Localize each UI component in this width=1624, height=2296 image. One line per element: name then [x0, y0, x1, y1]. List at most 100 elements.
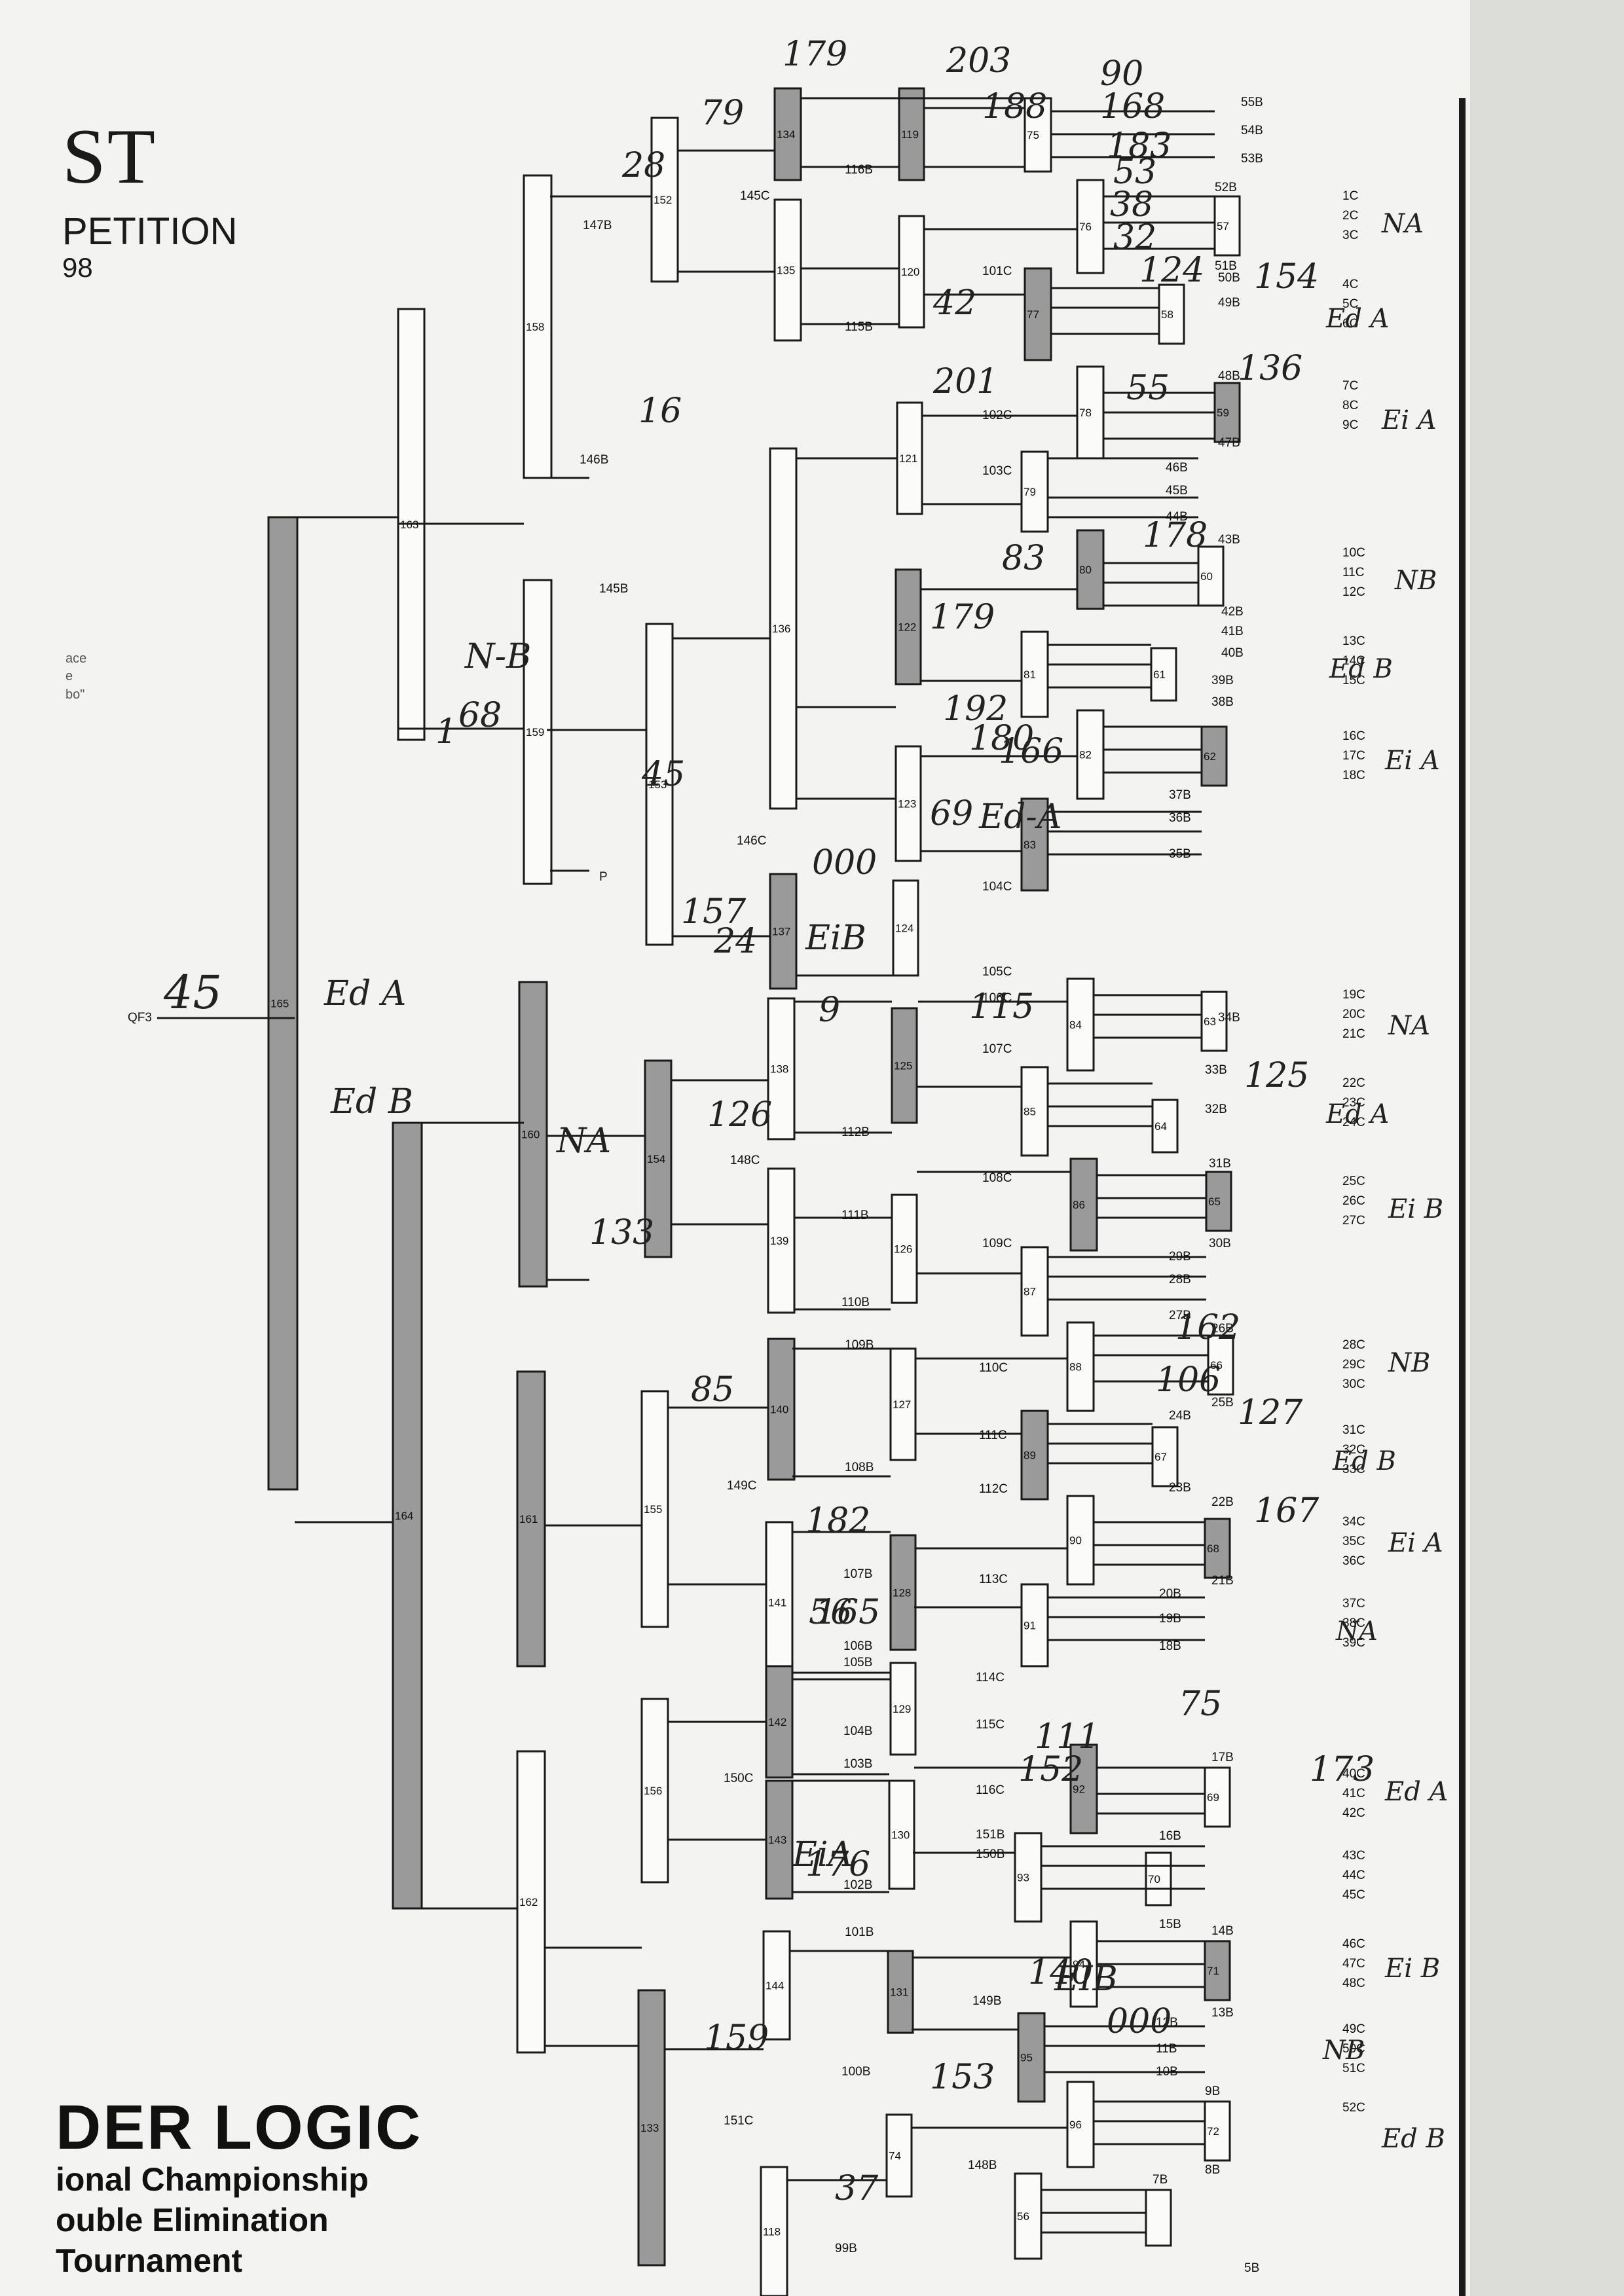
- match-number: 82: [1079, 749, 1092, 761]
- handwritten-score: 37: [835, 2169, 879, 2208]
- slot-label: 31B: [1209, 1157, 1231, 1171]
- match-number: 79: [1024, 486, 1036, 498]
- match-box: [1020, 630, 1049, 718]
- slot-label: 46B: [1166, 461, 1188, 475]
- slot-label: 26B: [1211, 1322, 1234, 1336]
- handwritten-score: 153: [930, 2058, 995, 2097]
- match-number: 156: [644, 1785, 662, 1797]
- team-code: 34C: [1342, 1515, 1365, 1529]
- slot-label: 25B: [1211, 1396, 1234, 1410]
- handwritten-score: 79: [701, 94, 744, 133]
- match-number: 121: [899, 452, 917, 465]
- match-number: 62: [1204, 750, 1216, 763]
- handwritten-score: 45: [641, 755, 685, 794]
- match-number: 94: [1073, 1958, 1085, 1971]
- slot-label: 53B: [1241, 152, 1263, 166]
- match-number: 65: [1208, 1195, 1221, 1208]
- match-number: 153: [648, 778, 667, 791]
- team-code: 3C: [1342, 228, 1358, 242]
- match-box: [518, 981, 548, 1288]
- slot-label: 30B: [1209, 1237, 1231, 1250]
- team-group-label: Ei A: [1381, 405, 1437, 435]
- team-code: 47C: [1342, 1957, 1365, 1971]
- match-number: 92: [1073, 1783, 1085, 1796]
- match-box: [767, 1167, 796, 1314]
- match-number: 85: [1024, 1106, 1036, 1118]
- team-code: 16C: [1342, 729, 1365, 743]
- match-number: 77: [1027, 308, 1039, 321]
- match-box: [1066, 1321, 1095, 1412]
- team-code: 15C: [1342, 674, 1365, 687]
- match-number: 137: [772, 926, 790, 938]
- match-box: [392, 1121, 423, 1910]
- match-box: [640, 1698, 669, 1884]
- match-box: [1145, 1851, 1172, 1906]
- slot-label: 116B: [845, 163, 873, 177]
- slot-label: 111C: [979, 1429, 1007, 1442]
- match-box: [1020, 1410, 1049, 1501]
- title-fragment: ST: [62, 113, 157, 200]
- team-code: 44C: [1342, 1868, 1365, 1882]
- slot-label: P: [599, 870, 608, 884]
- slot-label: 20B: [1159, 1587, 1181, 1601]
- team-code: 10C: [1342, 546, 1365, 560]
- qf-label: QF3: [128, 1011, 152, 1025]
- slot-label: 100B: [841, 2065, 870, 2079]
- handwritten-score: 176: [805, 1845, 870, 1884]
- slot-label: 103C: [982, 464, 1012, 478]
- slot-label: 108C: [982, 1171, 1012, 1185]
- match-box: [1020, 1066, 1049, 1157]
- team-code: 26C: [1342, 1194, 1365, 1208]
- slot-label: 113C: [979, 1573, 1008, 1586]
- slot-label: 49B: [1218, 296, 1240, 310]
- match-number: 78: [1079, 407, 1092, 419]
- match-number: 161: [519, 1513, 538, 1525]
- team-group-label: NB: [1388, 1348, 1430, 1378]
- slot-label: 24B: [1169, 1409, 1191, 1423]
- handwritten-score: 179: [930, 598, 995, 637]
- slot-label: 37B: [1169, 788, 1191, 802]
- slot-label: 145B: [599, 582, 628, 596]
- handwritten-score: EiB: [805, 919, 866, 958]
- slot-label: 149C: [727, 1479, 756, 1493]
- slot-label: 102C: [982, 409, 1012, 422]
- match-box: [895, 745, 922, 862]
- handwritten-score: 16: [638, 392, 682, 431]
- side-note-3: bo": [65, 687, 85, 702]
- team-group-label: NA: [1381, 209, 1424, 239]
- match-number: 125: [894, 1060, 912, 1072]
- match-box: [1200, 991, 1228, 1052]
- team-code: 30C: [1342, 1377, 1365, 1391]
- team-code: 11C: [1342, 566, 1364, 579]
- match-box: [898, 87, 925, 181]
- handwritten-score: 133: [589, 1213, 654, 1252]
- slot-label: 106C: [982, 991, 1012, 1005]
- slot-label: 10B: [1156, 2065, 1178, 2079]
- match-box: [1076, 529, 1105, 610]
- match-box: [773, 87, 802, 181]
- slot-label: 109C: [982, 1237, 1012, 1250]
- team-code: 6C: [1342, 317, 1358, 331]
- footer-title: DER LOGIC: [56, 2092, 423, 2162]
- match-box: [516, 1370, 546, 1667]
- match-box: [1204, 1940, 1231, 2001]
- match-number: 86: [1073, 1199, 1085, 1211]
- match-box: [644, 1059, 673, 1258]
- match-box: [1069, 1743, 1098, 1834]
- slot-label: 99B: [835, 2242, 857, 2255]
- match-number: 66: [1210, 1359, 1223, 1372]
- match-number: 87: [1024, 1286, 1036, 1298]
- slot-label: 110C: [979, 1361, 1008, 1375]
- match-box: [898, 215, 925, 329]
- match-number: 119: [901, 128, 919, 141]
- match-box: [762, 1930, 791, 2041]
- match-number: 120: [901, 266, 919, 278]
- team-code: 43C: [1342, 1849, 1365, 1863]
- match-number: 83: [1024, 839, 1036, 851]
- team-code: 18C: [1342, 769, 1365, 782]
- match-number: 158: [526, 321, 544, 333]
- match-number: 136: [772, 623, 790, 635]
- slot-label: 17B: [1211, 1751, 1234, 1764]
- match-box: [769, 447, 798, 810]
- handwritten-score: 188: [982, 87, 1047, 126]
